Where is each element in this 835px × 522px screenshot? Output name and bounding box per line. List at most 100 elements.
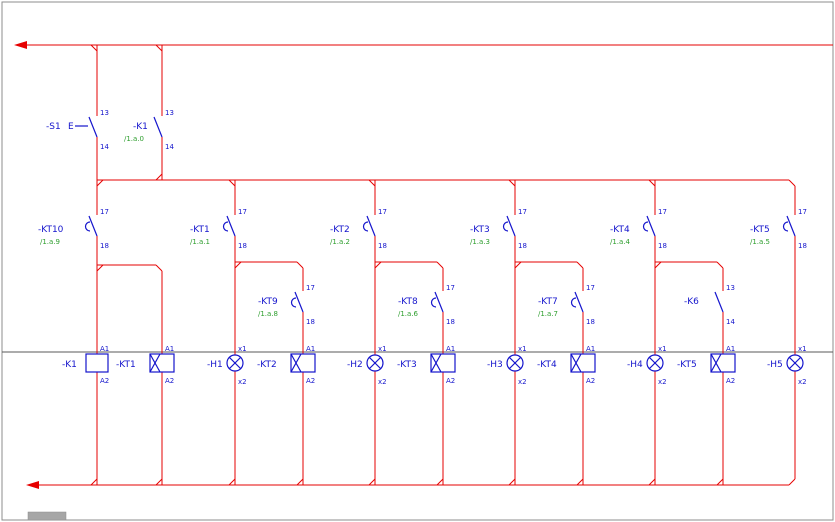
cross-reference: /1.a.6 xyxy=(398,310,419,318)
pin-number: x2 xyxy=(378,378,387,386)
supply-arrow-top-icon xyxy=(14,41,27,49)
pin-number: 18 xyxy=(100,242,109,250)
cross-reference: /1.a.7 xyxy=(538,310,558,318)
pin-number: A1 xyxy=(165,345,174,353)
cross-reference: /1.a.8 xyxy=(258,310,278,318)
cross-reference: /1.a.5 xyxy=(750,238,770,246)
pin-number: 17 xyxy=(518,208,527,216)
pin-number: 18 xyxy=(658,242,667,250)
component-label: -KT4 xyxy=(610,225,630,235)
cross-reference: /1.a.0 xyxy=(124,135,144,143)
pin-number: x2 xyxy=(238,378,247,386)
cross-reference: /1.a.2 xyxy=(330,238,350,246)
pin-number: 17 xyxy=(378,208,387,216)
contact-kt3[interactable]: -KT3 /1.a.3 17 18 xyxy=(470,208,527,250)
contact-kt2[interactable]: -KT2 /1.a.2 17 18 xyxy=(330,208,387,250)
pin-number: 17 xyxy=(446,284,455,292)
component-label: -K6 xyxy=(684,297,699,307)
pin-number: 17 xyxy=(586,284,595,292)
pin-number: A2 xyxy=(306,377,315,385)
coil-k1[interactable]: -K1 A1 A2 xyxy=(62,345,109,385)
pin-number: A1 xyxy=(306,345,315,353)
component-label: -KT4 xyxy=(537,360,557,370)
component-label: -H3 xyxy=(487,360,503,370)
pin-number: x2 xyxy=(658,378,667,386)
pin-number: 18 xyxy=(446,318,455,326)
contact-s1[interactable]: -S1 E 13 14 xyxy=(46,109,109,151)
pin-number: 18 xyxy=(798,242,807,250)
coil-kt3[interactable]: -KT3 A1 A2 xyxy=(397,345,456,385)
coil-kt5[interactable]: -KT5 A1 A2 xyxy=(677,345,736,385)
pin-number: 18 xyxy=(518,242,527,250)
contact-kt10[interactable]: -KT10 /1.a.9 17 18 xyxy=(38,208,109,250)
pin-number: 17 xyxy=(658,208,667,216)
component-label: -KT2 xyxy=(257,360,277,370)
pin-number: A2 xyxy=(165,377,174,385)
actuator-label: E xyxy=(68,122,74,132)
component-label: -KT9 xyxy=(258,297,278,307)
pin-number: x2 xyxy=(798,378,807,386)
lamp-h2[interactable]: -H2 x1 x2 xyxy=(347,345,387,386)
pin-number: A2 xyxy=(446,377,455,385)
component-label: -KT5 xyxy=(677,360,697,370)
component-label: -KT8 xyxy=(398,297,418,307)
cross-reference: /1.a.3 xyxy=(470,238,490,246)
pin-number: x1 xyxy=(518,345,527,353)
cross-reference: /1.a.1 xyxy=(190,238,210,246)
coil-kt2[interactable]: -KT2 A1 A2 xyxy=(257,345,316,385)
pin-number: 17 xyxy=(238,208,247,216)
contact-kt5[interactable]: -KT5 /1.a.5 17 18 xyxy=(750,208,807,250)
coil-kt1[interactable]: -KT1 A1 A2 xyxy=(116,345,175,385)
pin-number: A1 xyxy=(726,345,735,353)
component-label: -K1 xyxy=(133,122,148,132)
pin-number: 17 xyxy=(306,284,315,292)
pin-number: 18 xyxy=(306,318,315,326)
contact-kt9[interactable]: -KT9 /1.a.8 17 18 xyxy=(258,284,315,326)
pin-number: x2 xyxy=(518,378,527,386)
contact-kt4[interactable]: -KT4 /1.a.4 17 18 xyxy=(610,208,667,250)
lamp-h5[interactable]: -H5 x1 x2 xyxy=(767,345,807,386)
pin-number: 18 xyxy=(378,242,387,250)
pin-number: 13 xyxy=(726,284,735,292)
component-label: -KT1 xyxy=(190,225,210,235)
pin-number: x1 xyxy=(798,345,807,353)
pin-number: 14 xyxy=(165,143,174,151)
pin-number: 14 xyxy=(100,143,109,151)
cross-reference: /1.a.9 xyxy=(40,238,60,246)
pin-number: A2 xyxy=(586,377,595,385)
component-label: -K1 xyxy=(62,360,77,370)
pin-number: A1 xyxy=(586,345,595,353)
lamp-h3[interactable]: -H3 x1 x2 xyxy=(487,345,527,386)
lamp-h1[interactable]: -H1 x1 x2 xyxy=(207,345,247,386)
component-label: -KT1 xyxy=(116,360,136,370)
lamp-h4[interactable]: -H4 x1 x2 xyxy=(627,345,667,386)
contact-k6[interactable]: -K6 13 14 xyxy=(684,284,735,326)
coil-kt4[interactable]: -KT4 A1 A2 xyxy=(537,345,596,385)
pin-number: A1 xyxy=(446,345,455,353)
pin-number: 17 xyxy=(100,208,109,216)
contact-kt7[interactable]: -KT7 /1.a.7 17 18 xyxy=(538,284,595,326)
component-label: -KT3 xyxy=(470,225,490,235)
contact-kt8[interactable]: -KT8 /1.a.6 17 18 xyxy=(398,284,455,326)
wiring[interactable] xyxy=(14,41,833,489)
contact-kt1[interactable]: -KT1 /1.a.1 17 18 xyxy=(190,208,247,250)
pin-number: A2 xyxy=(726,377,735,385)
pin-number: 14 xyxy=(726,318,735,326)
pin-number: x1 xyxy=(238,345,247,353)
component-label: -KT5 xyxy=(750,225,770,235)
component-label: -H2 xyxy=(347,360,363,370)
pin-number: 18 xyxy=(586,318,595,326)
component-label: -H1 xyxy=(207,360,223,370)
h-scrollbar-thumb[interactable] xyxy=(27,511,67,521)
component-label: -KT2 xyxy=(330,225,350,235)
component-label: -S1 xyxy=(46,122,61,132)
pin-number: A1 xyxy=(100,345,109,353)
pin-number: x1 xyxy=(658,345,667,353)
cross-reference: /1.a.4 xyxy=(610,238,631,246)
contact-k1[interactable]: -K1 /1.a.0 13 14 xyxy=(124,109,174,151)
component-label: -H4 xyxy=(627,360,643,370)
supply-arrow-bottom-icon xyxy=(26,481,39,489)
